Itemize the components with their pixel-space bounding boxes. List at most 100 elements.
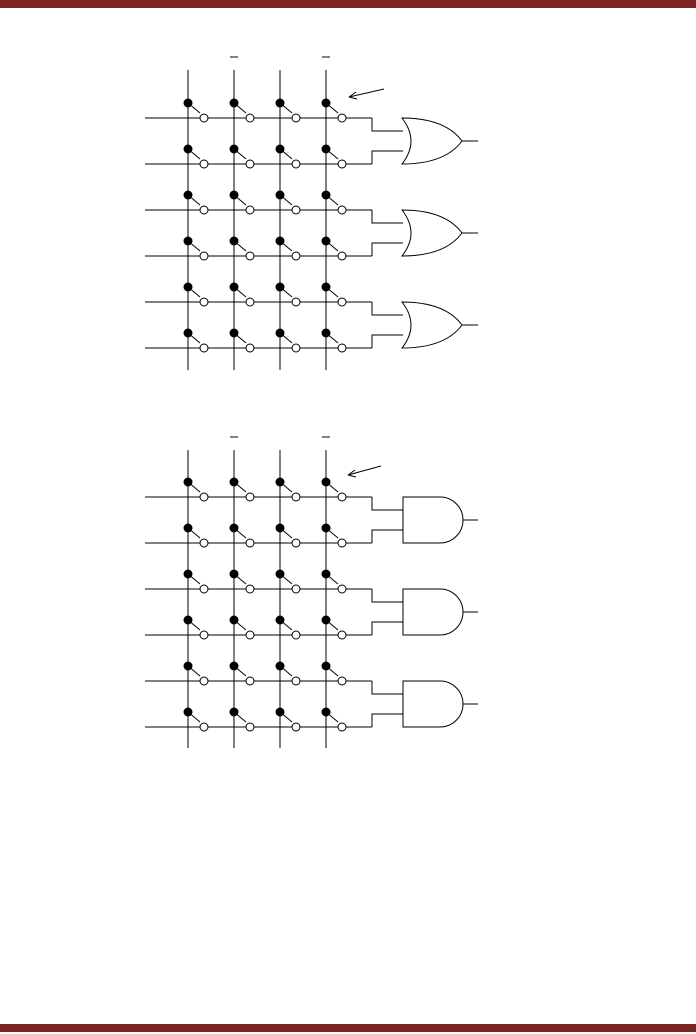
fuse-switch-icon xyxy=(229,282,255,307)
fuse-switch-icon xyxy=(275,523,301,548)
fuse-open-node xyxy=(337,584,347,594)
fuse-closed-node xyxy=(275,144,285,154)
and-gate-icon xyxy=(371,588,478,636)
fuse-closed-node xyxy=(229,144,239,154)
gate-input-lead xyxy=(371,242,403,256)
fuse-open-node xyxy=(337,251,347,261)
fuse-closed-node xyxy=(183,615,193,625)
fuse-switch-icon xyxy=(229,144,255,169)
fuse-closed-node xyxy=(183,144,193,154)
fuse-closed-node xyxy=(275,615,285,625)
gate-input-lead xyxy=(371,302,403,316)
fuse-closed-node xyxy=(183,707,193,717)
gate-input-lead xyxy=(371,681,403,695)
fuse-switch-icon xyxy=(229,328,255,353)
fuse-switch-icon xyxy=(321,236,347,261)
fuse-switch-icon xyxy=(183,328,209,353)
fuse-switch-icon xyxy=(275,477,301,502)
fuse-switch-icon xyxy=(275,707,301,732)
top-rule xyxy=(0,0,696,8)
fuse-switch-icon xyxy=(183,615,209,640)
gate-input-lead xyxy=(371,713,403,727)
fuse-closed-node xyxy=(183,477,193,487)
fuse-closed-node xyxy=(275,707,285,717)
fuse-switch-icon xyxy=(229,523,255,548)
fuse-closed-node xyxy=(321,236,331,246)
fuse-open-node xyxy=(245,676,255,686)
fuse-closed-node xyxy=(229,190,239,200)
fuse-switch-icon xyxy=(321,144,347,169)
fuse-closed-node xyxy=(229,615,239,625)
fuse-closed-node xyxy=(275,282,285,292)
fuse-open-node xyxy=(337,205,347,215)
arrow-shaft xyxy=(348,88,385,98)
and-gate-body xyxy=(402,680,464,728)
fuse-switch-icon xyxy=(229,615,255,640)
fuse-closed-node xyxy=(321,661,331,671)
fuse-open-node xyxy=(199,343,209,353)
fuse-closed-node xyxy=(229,707,239,717)
fuse-switch-icon xyxy=(229,190,255,215)
fuse-open-node xyxy=(291,630,301,640)
arrow-head xyxy=(347,469,357,478)
fuse-closed-node xyxy=(229,98,239,108)
fuse-closed-node xyxy=(321,615,331,625)
fuse-switch-icon xyxy=(183,477,209,502)
fuse-switch-icon xyxy=(229,569,255,594)
fuse-closed-node xyxy=(275,98,285,108)
fuse-open-node xyxy=(245,584,255,594)
fuse-open-node xyxy=(245,159,255,169)
or-array-group xyxy=(145,56,478,370)
fuse-open-node xyxy=(337,343,347,353)
fuse-open-node xyxy=(199,251,209,261)
fuse-open-node xyxy=(199,676,209,686)
fuse-open-node xyxy=(245,205,255,215)
and-gate-body xyxy=(402,496,464,544)
fuse-switch-icon xyxy=(183,190,209,215)
fuse-closed-node xyxy=(229,661,239,671)
fuse-open-node xyxy=(291,297,301,307)
fuse-open-node xyxy=(199,538,209,548)
fuse-closed-node xyxy=(183,98,193,108)
or-gate-body xyxy=(400,301,463,349)
or-gate-icon xyxy=(371,301,478,349)
fuse-open-node xyxy=(245,722,255,732)
fuse-switch-icon xyxy=(275,328,301,353)
fuse-switch-icon xyxy=(229,477,255,502)
arrow-icon xyxy=(347,465,382,478)
bottom-rule xyxy=(0,1024,696,1032)
fuse-open-node xyxy=(291,113,301,123)
and-gate-icon xyxy=(371,680,478,728)
fuse-switch-icon xyxy=(183,569,209,594)
gate-input-lead xyxy=(371,210,403,224)
fuse-closed-node xyxy=(275,661,285,671)
or-gate-body xyxy=(400,117,463,165)
and-gate-icon xyxy=(371,496,478,544)
fuse-switch-icon xyxy=(183,707,209,732)
fuse-open-node xyxy=(245,113,255,123)
fuse-closed-node xyxy=(275,328,285,338)
fuse-open-node xyxy=(291,159,301,169)
fuse-switch-icon xyxy=(321,477,347,502)
fuse-switch-icon xyxy=(183,523,209,548)
fuse-switch-icon xyxy=(275,236,301,261)
or-gate-icon xyxy=(371,209,478,257)
fuse-open-node xyxy=(291,343,301,353)
fuse-closed-node xyxy=(275,477,285,487)
fuse-switch-icon xyxy=(183,661,209,686)
fuse-closed-node xyxy=(321,569,331,579)
fuse-open-node xyxy=(291,205,301,215)
fuse-open-node xyxy=(199,492,209,502)
or-gate-icon xyxy=(371,117,478,165)
gate-input-lead xyxy=(371,589,403,603)
fuse-closed-node xyxy=(229,569,239,579)
arrow-icon xyxy=(348,88,385,100)
fuse-open-node xyxy=(291,538,301,548)
fuse-closed-node xyxy=(229,523,239,533)
fuse-switch-icon xyxy=(321,328,347,353)
fuse-closed-node xyxy=(229,477,239,487)
fuse-switch-icon xyxy=(275,144,301,169)
fuse-closed-node xyxy=(321,282,331,292)
fuse-closed-node xyxy=(229,282,239,292)
